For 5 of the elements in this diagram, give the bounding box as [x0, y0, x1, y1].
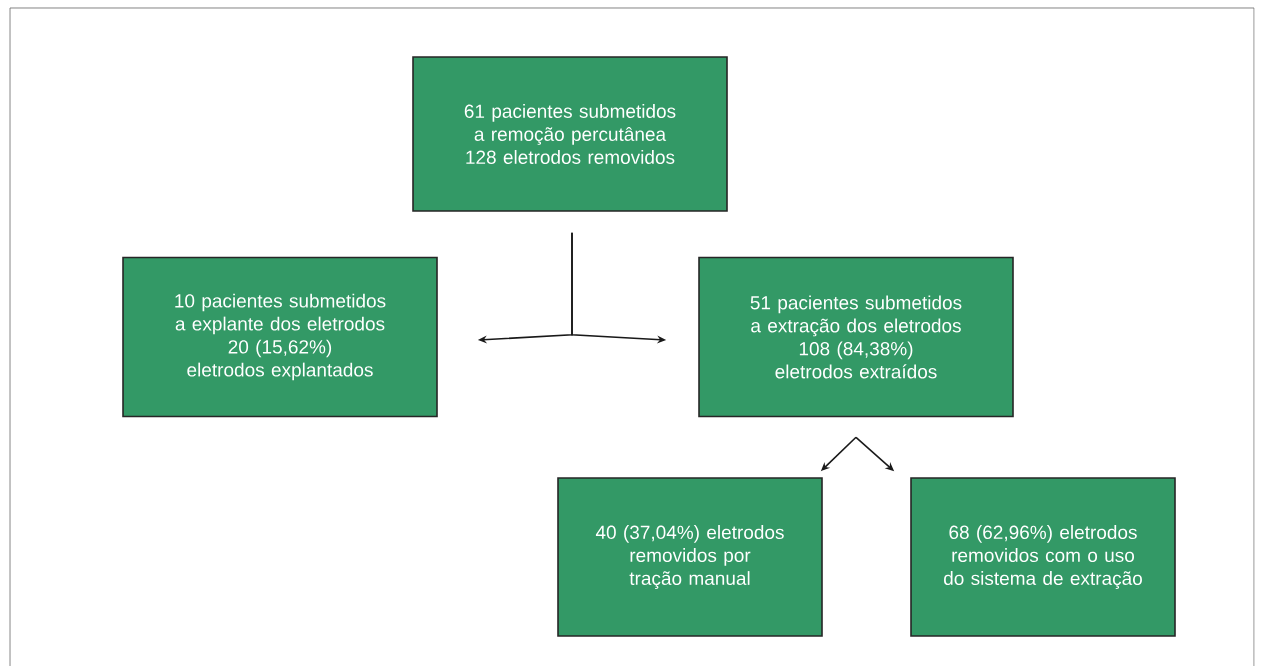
process-box: 40 (37,04%) eletrodos removidos por tração manual	[557, 477, 823, 637]
process-box: 51 pacientes submetidos a extração dos eletrodos 108 (84,38%) eletrodos extraídos	[698, 256, 1014, 418]
process-box: 61 pacientes submetidos a remoção percutânea 128 eletrodos removidos	[412, 56, 728, 212]
process-box: 68 (62,96%) eletrodos removidos com o uso do sistema de extração	[910, 477, 1176, 637]
process-box: 10 pacientes submetidos a explante dos eletrodos 20 (15,62%) eletrodos explantados	[122, 256, 438, 418]
